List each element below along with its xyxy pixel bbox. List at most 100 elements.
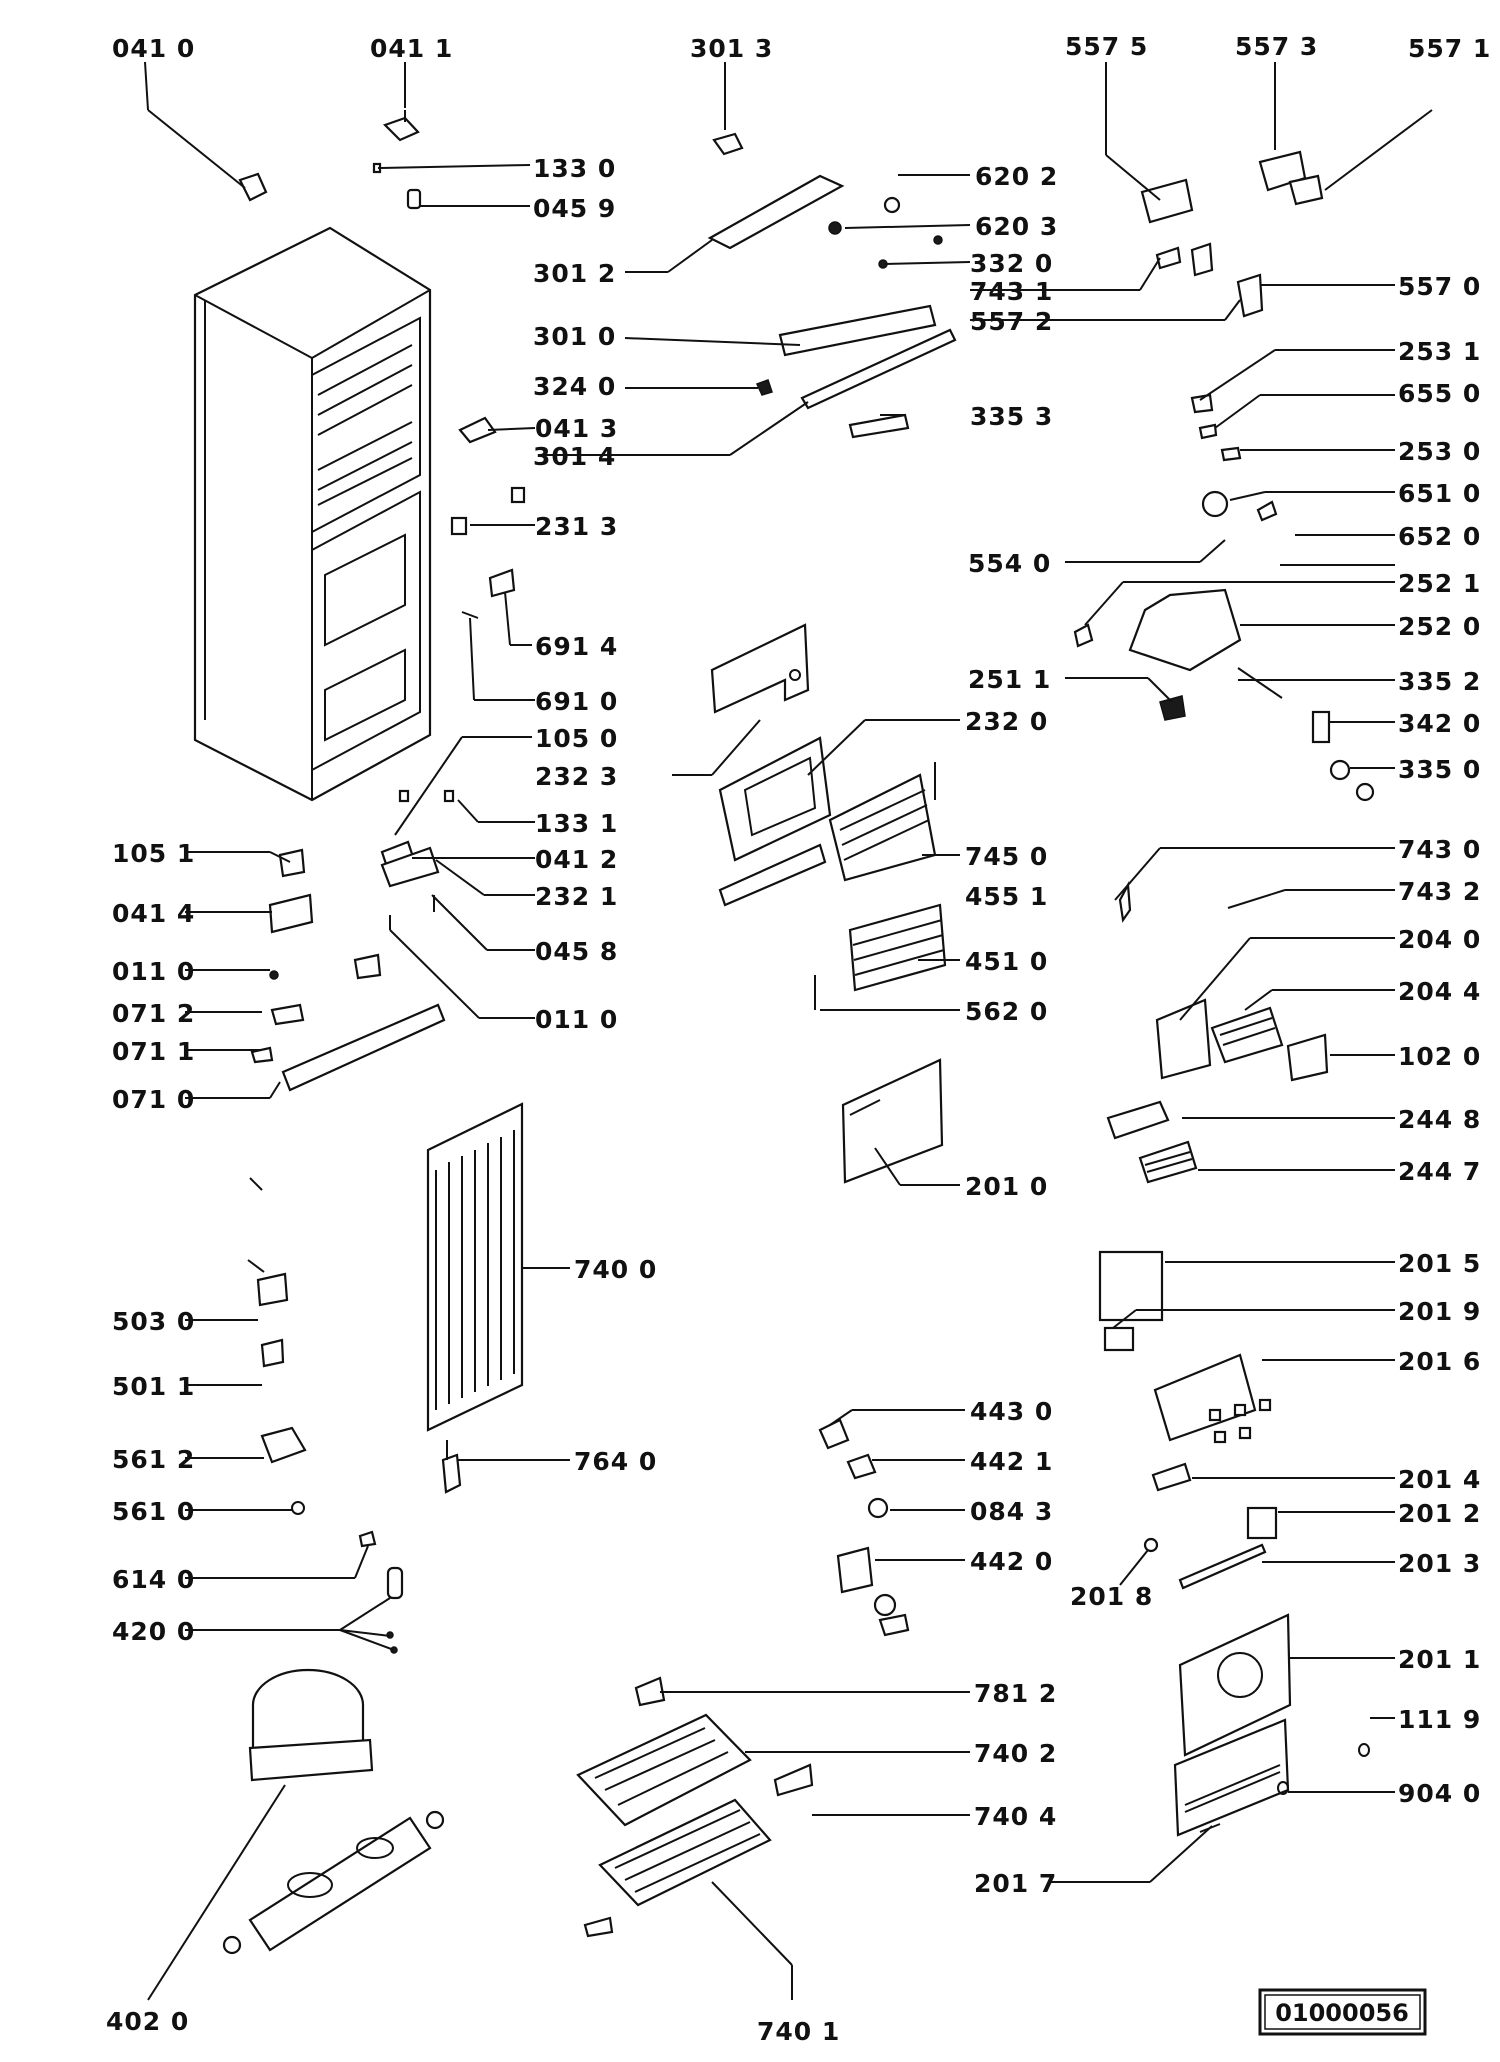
label-5572: 557 2 [970,307,1053,336]
label-1051: 105 1 [112,839,195,868]
label-4421: 442 1 [970,1447,1053,1476]
label-6510: 651 0 [1398,479,1481,508]
label-5612: 561 2 [112,1445,195,1474]
label-1119: 111 9 [1398,1705,1481,1734]
label-5540: 554 0 [968,549,1051,578]
control-panel-parts [450,132,957,619]
label-0110b: 011 0 [535,1005,618,1034]
label-7640: 764 0 [574,1447,657,1476]
label-6914: 691 4 [535,632,618,661]
label-5575: 557 5 [1065,32,1148,61]
label-1020: 102 0 [1398,1042,1481,1071]
label-4200: 420 0 [112,1617,195,1646]
label-3350: 335 0 [1398,755,1481,784]
cabinet-body [193,226,432,802]
label-2531: 253 1 [1398,337,1481,366]
rear-condenser-7400 [426,1102,524,1432]
label-6202: 620 2 [975,162,1058,191]
label-5610: 561 0 [112,1497,195,1526]
label-0110a: 011 0 [112,957,195,986]
label-7402: 740 2 [974,1739,1057,1768]
label-2448: 244 8 [1398,1105,1481,1134]
label-6203: 620 3 [975,212,1058,241]
label-2010: 201 0 [965,1172,1048,1201]
label-0410: 041 0 [112,34,195,63]
label-6520: 652 0 [1398,522,1481,551]
label-7400: 740 0 [574,1255,657,1284]
thermostat-housing-parts [1073,150,1375,802]
label-2019: 201 9 [1398,1297,1481,1326]
label-2015: 201 5 [1398,1249,1481,1278]
label-7430: 743 0 [1398,835,1481,864]
label-3014: 301 4 [533,442,616,471]
drain-and-fan-parts [441,1418,910,1637]
label-1331: 133 1 [535,809,618,838]
label-7812: 781 2 [974,1679,1057,1708]
label-2011: 201 1 [1398,1645,1481,1674]
label-2320: 232 0 [965,707,1048,736]
label-5573: 557 3 [1235,32,1318,61]
label-2323: 232 3 [535,762,618,791]
label-6140: 614 0 [112,1565,195,1594]
back-panel-2010 [841,1058,944,1184]
label-3352: 335 2 [1398,667,1481,696]
drawing-number: 01000056 [1275,1999,1409,2027]
label-4020: 402 0 [106,2007,189,2036]
drawer-shelf-parts [1098,881,1329,1590]
label-4420: 442 0 [970,1547,1053,1576]
label-3420: 342 0 [1398,709,1481,738]
label-4510: 451 0 [965,947,1048,976]
hinge-parts-top [238,110,422,210]
label-2313: 231 3 [535,512,618,541]
label-2511: 251 1 [968,665,1051,694]
label-5620: 562 0 [965,997,1048,1026]
label-0459: 045 9 [533,194,616,223]
label-2017: 201 7 [974,1869,1057,1898]
label-2044: 204 4 [1398,977,1481,1006]
bottom-shelf-parts [576,1676,814,1938]
label-2014: 201 4 [1398,1465,1481,1494]
label-4430: 443 0 [970,1397,1053,1426]
label-0412: 041 2 [535,845,618,874]
label-0710: 071 0 [112,1085,195,1114]
label-3353: 335 3 [970,402,1053,431]
label-2321: 232 1 [535,882,618,911]
label-2016: 201 6 [1398,1347,1481,1376]
label-2530: 253 0 [1398,437,1481,466]
drawing-number-box: 01000056 [1258,1988,1427,2036]
compressor-electrical-parts [247,1177,404,1654]
label-1330: 133 0 [533,154,616,183]
label-3010: 301 0 [533,322,616,351]
label-6550: 655 0 [1398,379,1481,408]
label-7401: 740 1 [757,2017,840,2046]
label-7404: 740 4 [974,1802,1057,1831]
label-2447: 244 7 [1398,1157,1481,1186]
label-0843: 084 3 [970,1497,1053,1526]
label-3012: 301 2 [533,259,616,288]
label-3320: 332 0 [970,249,1053,278]
label-2012: 201 2 [1398,1499,1481,1528]
label-0458: 045 8 [535,937,618,966]
label-0414: 041 4 [112,899,195,928]
part-labels: 041 0 041 1 301 3 557 5 557 3 557 1 133 … [106,32,1491,2046]
label-0711: 071 1 [112,1037,195,1066]
label-7431: 743 1 [970,277,1053,306]
label-3013: 301 3 [690,34,773,63]
condenser-4510 [814,903,947,1010]
leader-lines [144,61,1433,2001]
label-2013: 201 3 [1398,1549,1481,1578]
label-9040: 904 0 [1398,1779,1481,1808]
label-5571: 557 1 [1408,34,1491,63]
label-2520: 252 0 [1398,612,1481,641]
compressor-4020 [222,1668,445,1955]
label-5030: 503 0 [112,1307,195,1336]
label-1050: 105 0 [535,724,618,753]
label-5011: 501 1 [112,1372,195,1401]
label-5570: 557 0 [1398,272,1481,301]
hinge-parts-left [250,789,455,1092]
label-7450: 745 0 [965,842,1048,871]
label-7432: 743 2 [1398,877,1481,906]
label-4551: 455 1 [965,882,1048,911]
label-2018: 201 8 [1070,1582,1153,1611]
